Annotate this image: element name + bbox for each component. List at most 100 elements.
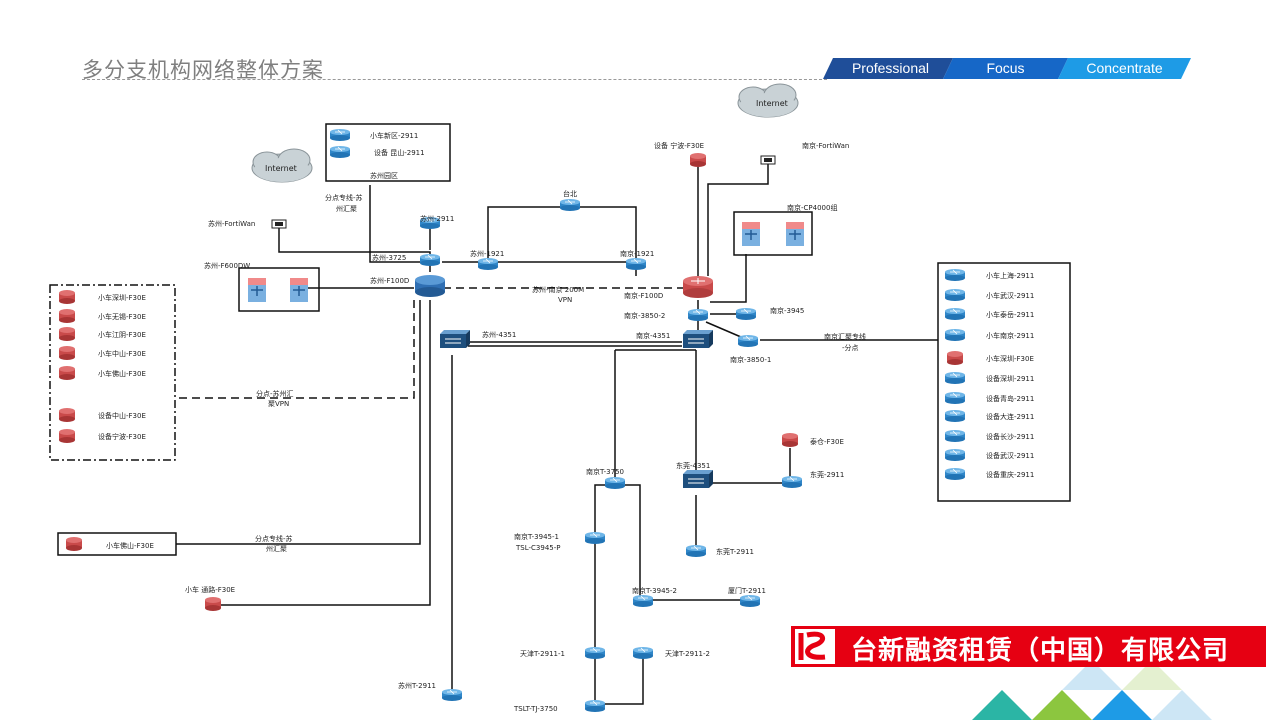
firewall-icon: [271, 219, 287, 229]
label: 苏州-4351: [482, 330, 516, 339]
label: 苏州-南京 200M: [532, 285, 584, 294]
label: 南京-3850-2: [624, 311, 665, 320]
switch-icon: [625, 257, 647, 271]
page-title: 多分支机构网络整体方案: [82, 58, 324, 82]
switch-icon: [687, 308, 709, 322]
list-item: 设备深圳-2911: [986, 374, 1034, 383]
switch-icon: [781, 475, 803, 489]
tab-professional[interactable]: Professional: [851, 60, 930, 76]
decorative-triangles: [972, 660, 1212, 720]
nanjing-cp4000-box: [733, 211, 813, 256]
label: 南京-FortiWan: [802, 141, 849, 150]
switch-icon: [419, 253, 441, 267]
label: VPN: [558, 296, 572, 304]
label: 南京-1921: [620, 249, 654, 258]
switch-icon: [632, 594, 654, 608]
right-branch-box: [937, 262, 1071, 502]
label: 东莞-2911: [810, 470, 844, 479]
label: 天津T-2911-2: [665, 650, 710, 658]
list-item: 小车泰岳-2911: [986, 310, 1034, 319]
suzhou-yuanqu-box: [325, 123, 451, 182]
label: 小车新区-2911: [370, 131, 418, 140]
layer3-switch-icon: [682, 329, 714, 349]
label: 南京汇聚专线: [824, 332, 866, 341]
label: 台北: [563, 189, 577, 198]
label: 苏州-3725: [372, 253, 406, 262]
label: 厦门T-2911: [728, 586, 766, 595]
tabs-background: [823, 58, 1191, 79]
switch-icon: [735, 307, 757, 321]
label: 东莞T-2911: [716, 547, 754, 556]
label: 南京-3945: [770, 306, 804, 315]
label: 州汇聚: [266, 545, 287, 553]
list-item: 小车无锡-F30E: [98, 312, 146, 321]
label: 南京-F100D: [624, 291, 663, 300]
label: 南京T-3945-1: [514, 532, 559, 541]
label: 南京-CP4000组: [787, 203, 837, 212]
company-name: 台新融资租赁（中国）有限公司: [851, 636, 1230, 666]
switch-icon: [632, 646, 654, 660]
switch-icon: [737, 334, 759, 348]
label: TSL-C3945-P: [515, 544, 560, 552]
label: 东莞-4351: [676, 461, 710, 470]
list-item: 小车佛山-F30E: [98, 369, 146, 378]
switch-icon: [441, 688, 463, 702]
label: 分点专线-苏: [325, 193, 363, 202]
router-icon: [690, 153, 706, 167]
tab-concentrate[interactable]: Concentrate: [1086, 60, 1163, 76]
list-item: 设备武汉-2911: [986, 451, 1034, 460]
label: 苏州T-2911: [398, 681, 436, 690]
internet-right-label: Internet: [756, 99, 788, 108]
router-icon: [782, 433, 798, 447]
label: 泰仓-F30E: [810, 437, 844, 446]
company-logo-icon: [795, 629, 835, 664]
label: 苏州-FortiWan: [208, 219, 255, 228]
label: 南京T-3750: [586, 467, 624, 476]
label: 南京-3850-1: [730, 355, 771, 364]
switch-icon: [584, 646, 606, 660]
label: 苏州-F100D: [370, 276, 409, 285]
switch-icon: [604, 476, 626, 490]
label: 天津T-2911-1: [520, 650, 565, 658]
company-banner: 台新融资租赁（中国）有限公司: [791, 626, 1266, 667]
router-icon: [415, 275, 445, 297]
label: 苏州-2911: [420, 214, 454, 223]
firewall-icon: [741, 221, 761, 247]
router-icon: [205, 597, 221, 611]
list-item: 小车上海-2911: [986, 271, 1034, 280]
label: 小车 通路-F30E: [185, 585, 235, 594]
suzhou-f600dw-box: [238, 267, 320, 312]
label: 苏州-1921: [470, 249, 504, 258]
left-branch-box: [49, 284, 176, 461]
title-underline: [82, 79, 827, 80]
label: 南京T-3945-2: [632, 586, 677, 595]
switch-icon: [584, 699, 606, 713]
switch-icon: [584, 531, 606, 545]
switch-icon: [559, 198, 581, 212]
label: 小车佛山-F30E: [106, 541, 154, 550]
label: 分点-苏州汇: [256, 389, 294, 398]
list-item: 设备中山-F30E: [98, 411, 146, 420]
label: 南京-4351: [636, 331, 670, 340]
firewall-icon: [289, 277, 309, 303]
firewall-icon: [785, 221, 805, 247]
switch-icon: [685, 544, 707, 558]
list-item: 设备大连-2911: [986, 412, 1034, 421]
switch-icon: [329, 128, 351, 142]
label: 设备 宁波-F30E: [654, 141, 704, 150]
list-item: 设备重庆-2911: [986, 470, 1034, 479]
list-item: 设备青岛-2911: [986, 394, 1034, 403]
switch-icon: [477, 257, 499, 271]
list-item: 小车江阴-F30E: [98, 330, 146, 339]
label: 分点专线-苏: [255, 534, 293, 543]
left-branch-list: 小车深圳-F30E 小车无锡-F30E 小车江阴-F30E 小车中山-F30E …: [59, 290, 146, 443]
tab-focus[interactable]: Focus: [986, 60, 1025, 76]
list-item: 设备宁波-F30E: [98, 432, 146, 441]
label: 州汇聚: [336, 205, 357, 213]
label: 苏州-F600DW: [204, 261, 250, 270]
layer3-switch-icon: [439, 329, 471, 349]
list-item: 小车武汉-2911: [986, 291, 1034, 300]
label: 聚VPN: [268, 400, 289, 408]
layer3-switch-icon: [682, 469, 714, 489]
